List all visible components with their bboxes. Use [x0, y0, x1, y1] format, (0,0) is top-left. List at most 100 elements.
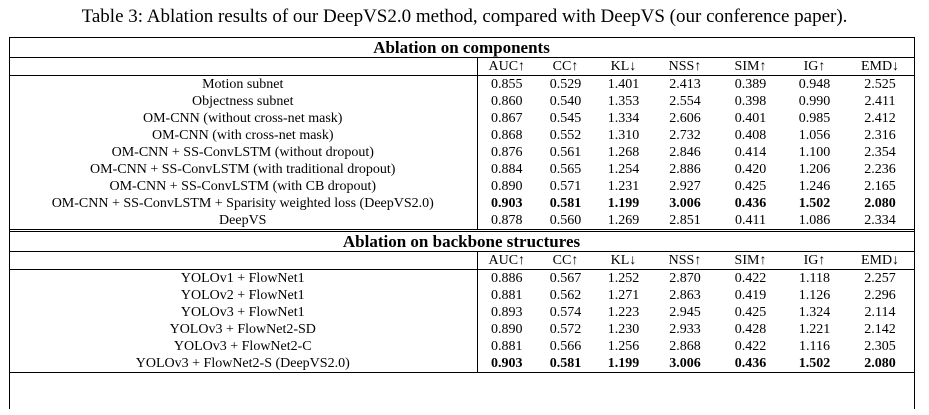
metric-value: 0.571: [549, 179, 582, 194]
method-name: YOLOv3 + FlowNet2-SD: [9, 321, 478, 338]
metric-value: 0.903: [491, 196, 523, 211]
metric-value: 3.006: [669, 196, 701, 211]
metric-value: 2.142: [864, 322, 896, 337]
metric-header: CC↑: [536, 57, 595, 76]
metric-value: 2.868: [669, 339, 701, 354]
metric-value: 0.428: [734, 322, 767, 337]
metric-value: 2.305: [864, 339, 896, 354]
metric-value: 1.353: [607, 94, 640, 109]
metric-value: 0.855: [491, 77, 523, 92]
metric-value: 2.606: [669, 111, 701, 126]
metric-value: 1.206: [798, 162, 831, 177]
metric-value: 0.389: [734, 77, 767, 92]
metric-value: 0.411: [718, 212, 783, 231]
metric-value: 0.398: [734, 94, 767, 109]
metric-value: 2.165: [864, 179, 896, 194]
metric-value: 1.401: [607, 77, 640, 92]
metric-value: 0.890: [491, 322, 523, 337]
metric-value: 1.199: [595, 355, 652, 373]
metric-value: 2.927: [669, 179, 701, 194]
metric-header: AUC↑: [477, 57, 536, 76]
method-name: YOLOv2 + FlowNet1: [9, 287, 478, 304]
metric-value: 2.080: [846, 355, 915, 373]
metric-value: 1.254: [607, 162, 640, 177]
metric-value: 3.006: [652, 355, 718, 373]
metric-value: 2.933: [669, 322, 701, 337]
section-title: Ablation on backbone structures: [9, 229, 915, 252]
method-name: YOLOv3 + FlowNet2-C: [9, 338, 478, 355]
metric-value: 2.554: [669, 94, 701, 109]
metric-value: 2.114: [864, 305, 896, 320]
metric-header-row: AUC↑CC↑KL↓NSS↑SIM↑IG↑EMD↓: [9, 57, 915, 76]
metric-value: 1.246: [798, 179, 831, 194]
metric-value: 1.086: [783, 212, 846, 231]
table-row: OM-CNN + SS-ConvLSTM + Sparisity weighte…: [9, 195, 914, 212]
metric-value: 0.540: [549, 94, 582, 109]
metric-value: 0.581: [549, 196, 582, 211]
metric-value: 0.890: [491, 179, 523, 194]
metric-value: 0.562: [549, 288, 582, 303]
metric-value: 0.903: [477, 355, 536, 373]
method-name: YOLOv1 + FlowNet1: [9, 269, 478, 287]
metric-value: 0.545: [549, 111, 582, 126]
method-name: OM-CNN + SS-ConvLSTM (with CB dropout): [9, 178, 478, 195]
method-name: YOLOv3 + FlowNet2-S (DeepVS2.0): [9, 355, 478, 373]
metric-header: NSS↑: [652, 251, 718, 270]
metric-header: EMD↓: [846, 251, 915, 270]
metric-value: 0.420: [734, 162, 767, 177]
metric-value: 0.401: [734, 111, 767, 126]
metric-header: AUC↑: [477, 251, 536, 270]
metric-value: 0.422: [734, 339, 767, 354]
metric-value: 0.436: [718, 355, 783, 373]
metric-value: 0.867: [491, 111, 523, 126]
metric-value: 0.561: [549, 145, 582, 160]
section-title: Ablation on components: [9, 37, 915, 58]
metric-value: 0.560: [536, 212, 595, 231]
section-header-row: Ablation on components: [9, 37, 915, 58]
metric-value: 0.868: [491, 128, 523, 143]
metric-value: 2.945: [669, 305, 701, 320]
method-header-cell: [9, 251, 478, 270]
table-row: OM-CNN + SS-ConvLSTM (with traditional d…: [9, 161, 914, 178]
method-name: DeepVS: [9, 212, 478, 231]
metric-value: 0.436: [734, 196, 767, 211]
metric-value: 2.316: [864, 128, 896, 143]
metric-value: 1.502: [783, 355, 846, 373]
section-header-row: Ablation on backbone structures: [9, 229, 915, 252]
metric-value: 1.126: [798, 288, 831, 303]
metric-value: 1.256: [607, 339, 640, 354]
metric-value: 0.425: [734, 305, 767, 320]
metric-value: 2.846: [669, 145, 701, 160]
metric-value: 0.572: [549, 322, 582, 337]
method-name: OM-CNN (with cross-net mask): [9, 127, 478, 144]
metric-header: CC↑: [536, 251, 595, 270]
method-name: YOLOv3 + FlowNet1: [9, 304, 478, 321]
metric-value: 0.893: [491, 305, 523, 320]
method-name: OM-CNN + SS-ConvLSTM (without dropout): [9, 144, 478, 161]
metric-value: 0.860: [491, 94, 523, 109]
method-header-cell: [9, 57, 478, 76]
metric-value: 0.419: [734, 288, 767, 303]
metric-value: 0.876: [491, 145, 523, 160]
metric-value: 2.334: [846, 212, 915, 231]
metric-value: 0.948: [798, 77, 831, 92]
method-name: OM-CNN + SS-ConvLSTM (with traditional d…: [9, 161, 478, 178]
metric-value: 1.199: [607, 196, 640, 211]
metric-value: 2.851: [652, 212, 718, 231]
metric-value: 1.268: [607, 145, 640, 160]
metric-value: 0.408: [734, 128, 767, 143]
metric-value: 0.884: [491, 162, 523, 177]
metric-header-row: AUC↑CC↑KL↓NSS↑SIM↑IG↑EMD↓: [9, 251, 915, 270]
table-caption: Table 3: Ablation results of our DeepVS2…: [81, 6, 848, 27]
metric-value: 2.413: [669, 77, 701, 92]
metric-value: 1.252: [607, 271, 640, 286]
metric-value: 1.334: [607, 111, 640, 126]
method-name: OM-CNN (without cross-net mask): [9, 110, 478, 127]
